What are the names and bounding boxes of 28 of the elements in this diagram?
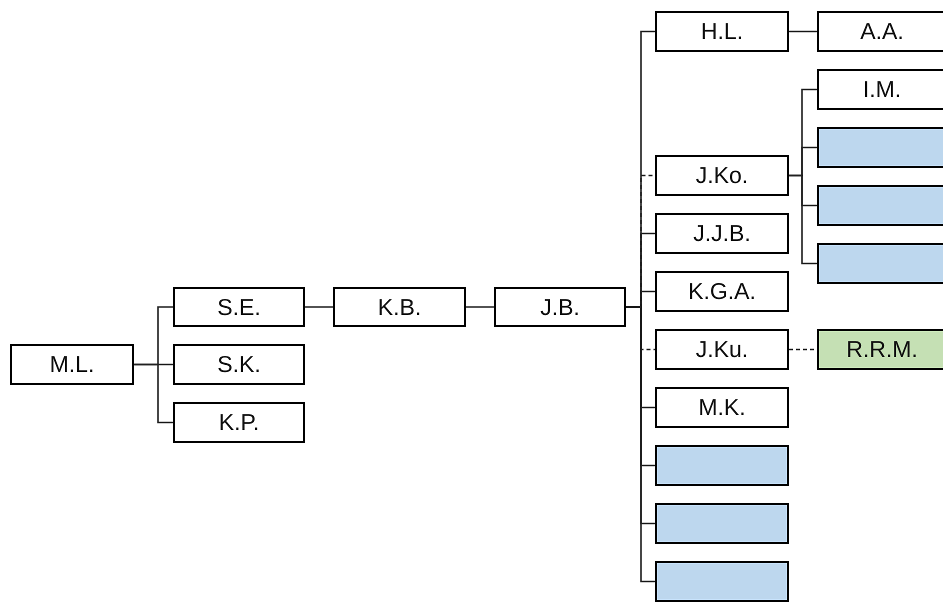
connector-line (789, 348, 817, 350)
name-box: M.K. (655, 387, 789, 428)
empty-box (817, 127, 943, 168)
empty-box (655, 503, 789, 544)
connector-line (626, 306, 655, 582)
empty-box (655, 445, 789, 486)
name-box: S.E. (173, 287, 305, 327)
name-box: R.R.M. (817, 329, 943, 370)
name-box: I.M. (817, 69, 943, 110)
empty-box (817, 185, 943, 226)
connector-line (466, 306, 494, 308)
connector-line (789, 174, 817, 264)
name-box: A.A. (817, 11, 943, 52)
name-box: J.B. (494, 287, 626, 327)
name-box: K.B. (333, 287, 466, 327)
name-box: M.L. (10, 344, 134, 385)
name-box: J.Ko. (655, 155, 789, 196)
name-box: J.Ku. (655, 329, 789, 370)
empty-box (817, 243, 943, 284)
name-box: K.G.A. (655, 271, 789, 312)
connector-line (134, 364, 173, 424)
name-box: K.P. (173, 402, 305, 443)
name-box: S.K. (173, 344, 305, 385)
empty-box (655, 561, 789, 602)
connector-line (305, 306, 333, 308)
connector-line (789, 30, 817, 32)
name-box: H.L. (655, 11, 789, 52)
name-box: J.J.B. (655, 213, 789, 254)
